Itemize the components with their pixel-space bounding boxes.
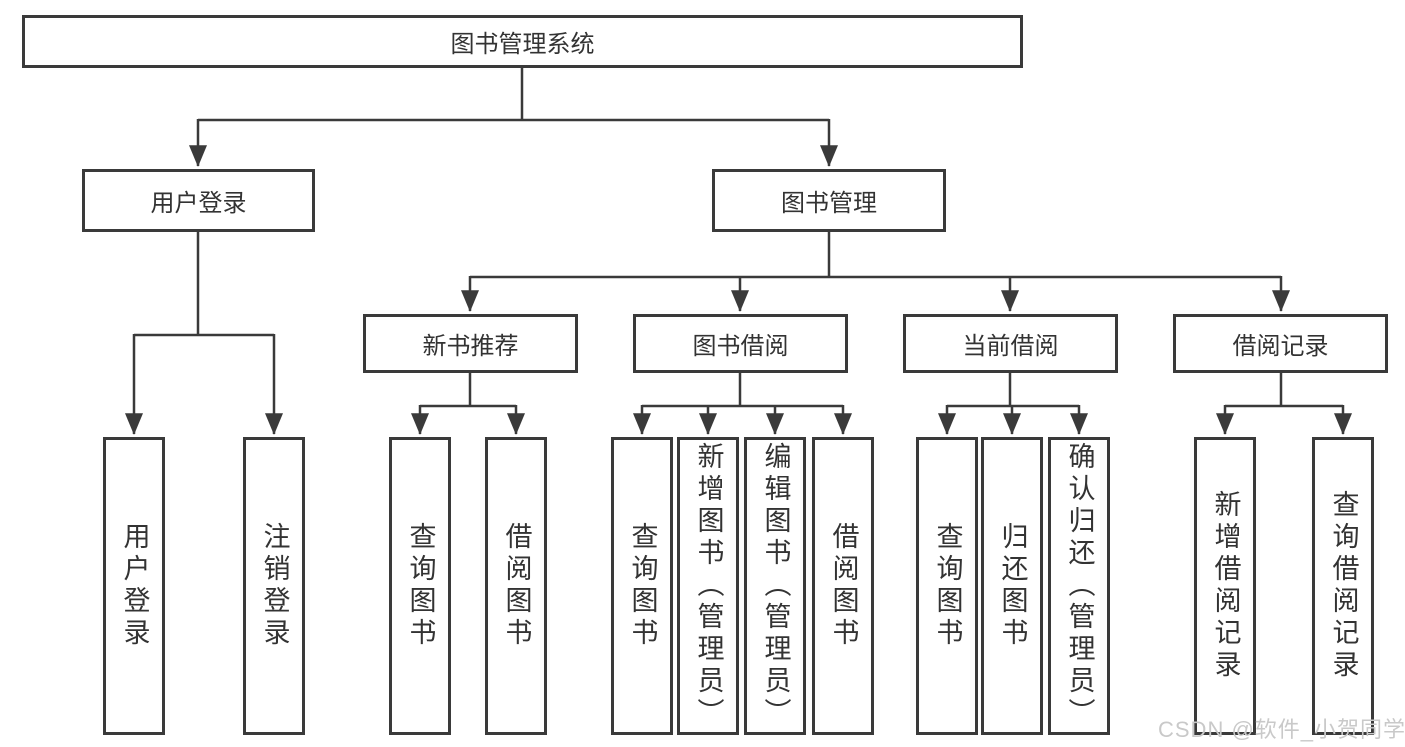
leaf-label: 确认归还（管理员） bbox=[1064, 442, 1095, 730]
leaf-label: 借阅图书 bbox=[501, 522, 532, 650]
leaf-label: 注销登录 bbox=[259, 522, 290, 650]
node-current-borrowing: 当前借阅 bbox=[903, 314, 1118, 373]
node-new-book-recommend: 新书推荐 bbox=[363, 314, 578, 373]
leaf-label: 新增图书（管理员） bbox=[693, 442, 724, 730]
node-label: 图书借阅 bbox=[692, 333, 789, 360]
leaf-borrow-books-borrowing: 借阅图书 bbox=[812, 437, 874, 735]
node-label: 用户登录 bbox=[150, 190, 247, 217]
node-label: 借阅记录 bbox=[1232, 333, 1329, 360]
leaf-edit-books-admin: 编辑图书（管理员） bbox=[744, 437, 806, 735]
leaf-label: 查询图书 bbox=[627, 522, 658, 650]
node-label: 当前借阅 bbox=[962, 333, 1059, 360]
node-user-login: 用户登录 bbox=[82, 169, 315, 232]
node-book-management: 图书管理 bbox=[712, 169, 946, 232]
node-book-borrowing: 图书借阅 bbox=[633, 314, 848, 373]
leaf-query-books-recommend: 查询图书 bbox=[389, 437, 451, 735]
leaf-label: 借阅图书 bbox=[828, 522, 859, 650]
leaf-add-books-admin: 新增图书（管理员） bbox=[677, 437, 739, 735]
leaf-return-books: 归还图书 bbox=[981, 437, 1043, 735]
node-label: 图书管理系统 bbox=[450, 31, 595, 58]
leaf-add-borrow-record: 新增借阅记录 bbox=[1194, 437, 1256, 735]
leaf-label: 编辑图书（管理员） bbox=[760, 442, 791, 730]
leaf-label: 查询图书 bbox=[405, 522, 436, 650]
leaf-label: 归还图书 bbox=[997, 522, 1028, 650]
leaf-query-books-current: 查询图书 bbox=[916, 437, 978, 735]
node-borrowing-records: 借阅记录 bbox=[1173, 314, 1388, 373]
leaf-query-borrow-record: 查询借阅记录 bbox=[1312, 437, 1374, 735]
node-label: 图书管理 bbox=[781, 190, 877, 217]
node-library-system: 图书管理系统 bbox=[22, 15, 1023, 68]
leaf-user-login: 用户登录 bbox=[103, 437, 165, 735]
node-label: 新书推荐 bbox=[422, 333, 519, 360]
leaf-borrow-books-recommend: 借阅图书 bbox=[485, 437, 547, 735]
leaf-label: 新增借阅记录 bbox=[1210, 490, 1241, 682]
watermark: CSDN @软件_小贺同学 bbox=[1158, 717, 1405, 742]
leaf-label: 查询借阅记录 bbox=[1328, 490, 1359, 682]
leaf-confirm-return-admin: 确认归还（管理员） bbox=[1048, 437, 1110, 735]
leaf-query-books-borrowing: 查询图书 bbox=[611, 437, 673, 735]
leaf-label: 查询图书 bbox=[932, 522, 963, 650]
leaf-label: 用户登录 bbox=[119, 522, 150, 650]
leaf-logout: 注销登录 bbox=[243, 437, 305, 735]
